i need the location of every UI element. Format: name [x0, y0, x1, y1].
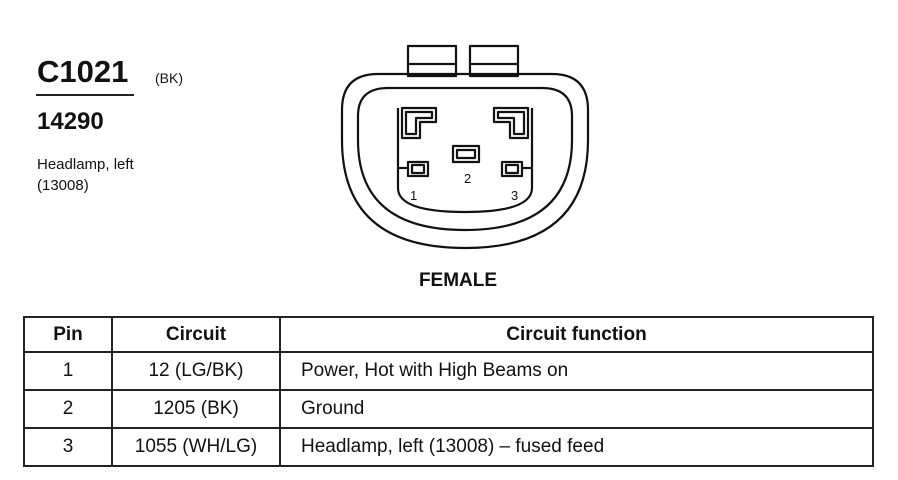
- header-circuit: Circuit: [111, 316, 281, 353]
- key-feature-right: [492, 106, 530, 140]
- pinout-table: Pin Circuit Circuit function 1 12 (LG/BK…: [23, 316, 874, 467]
- pin-label-3: 3: [511, 188, 518, 203]
- connector-inner-housing: [356, 86, 574, 232]
- locking-tab-right: [468, 44, 520, 78]
- terminal-3-inner: [504, 163, 520, 175]
- terminal-2-inner: [455, 148, 477, 160]
- key-feature-left: [400, 106, 438, 140]
- table-row: 1 12 (LG/BK) Power, Hot with High Beams …: [23, 351, 874, 391]
- cell-function: Headlamp, left (13008) – fused feed: [279, 427, 874, 467]
- terminal-cavity-area: [396, 108, 534, 214]
- cell-pin: 1: [23, 351, 113, 391]
- key-feature-left-inner: [404, 110, 434, 136]
- locking-tab-left: [406, 44, 458, 78]
- cell-circuit: 1055 (WH/LG): [111, 427, 281, 467]
- key-feature-right-inner: [496, 110, 526, 136]
- cell-function: Ground: [279, 389, 874, 429]
- header-circuit-function: Circuit function: [279, 316, 874, 353]
- terminal-1-inner: [410, 163, 426, 175]
- connector-color: (BK): [155, 70, 183, 86]
- connector-description: Headlamp, left: [37, 156, 134, 173]
- terminal-2: [451, 144, 481, 164]
- pin-label-2: 2: [464, 171, 471, 186]
- connector-gender-label: FEMALE: [418, 270, 498, 291]
- table-row: 3 1055 (WH/LG) Headlamp, left (13008) – …: [23, 427, 874, 467]
- pin-label-1: 1: [410, 188, 417, 203]
- cell-pin: 2: [23, 389, 113, 429]
- cell-function: Power, Hot with High Beams on: [279, 351, 874, 391]
- connector-id: C1021: [37, 54, 129, 89]
- cell-pin: 3: [23, 427, 113, 467]
- connector-description-code: (13008): [37, 177, 89, 194]
- table-row: 2 1205 (BK) Ground: [23, 389, 874, 429]
- connector-face-diagram: 1 2 3: [340, 44, 590, 250]
- header-pin: Pin: [23, 316, 113, 353]
- connector-outer-housing: [340, 72, 590, 250]
- cell-circuit: 12 (LG/BK): [111, 351, 281, 391]
- part-number: 14290: [37, 108, 104, 135]
- title-underline: [36, 94, 134, 96]
- table-header-row: Pin Circuit Circuit function: [23, 316, 874, 353]
- cell-circuit: 1205 (BK): [111, 389, 281, 429]
